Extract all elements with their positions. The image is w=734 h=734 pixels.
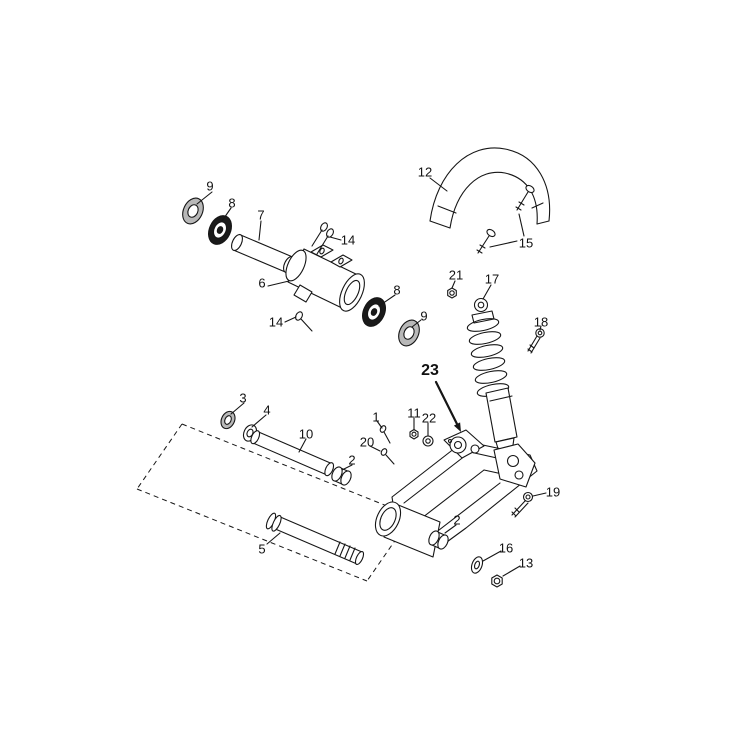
bearing-left-drawing bbox=[208, 215, 232, 245]
linkage-plate-drawing bbox=[443, 429, 485, 459]
nut-13-drawing bbox=[491, 574, 503, 588]
clamp-screws-drawing bbox=[295, 222, 334, 332]
part-label-16: 16 bbox=[498, 540, 514, 556]
part-label-20: 20 bbox=[359, 434, 375, 450]
part-label-2: 2 bbox=[453, 512, 461, 528]
part-label-23: 23 bbox=[421, 362, 439, 379]
guard-drawing bbox=[429, 147, 551, 229]
guard-bolts-drawing bbox=[476, 184, 535, 254]
part-label-6: 6 bbox=[258, 275, 266, 291]
part-label-9: 9 bbox=[206, 178, 214, 194]
seal-right-drawing bbox=[398, 319, 420, 347]
shock-bolt-drawing bbox=[527, 328, 545, 354]
part-label-19: 19 bbox=[545, 484, 561, 500]
part-label-12: 12 bbox=[417, 164, 433, 180]
part-label-4: 4 bbox=[263, 402, 271, 418]
pivot-housing-drawing bbox=[285, 244, 365, 312]
part-label-5: 5 bbox=[258, 541, 266, 557]
dashed-alignment-box bbox=[136, 423, 413, 582]
bushing-right-drawing bbox=[428, 530, 449, 550]
leader-lines bbox=[196, 177, 547, 577]
part-label-8: 8 bbox=[393, 282, 401, 298]
part-label-21: 21 bbox=[448, 267, 464, 283]
washer-16-drawing bbox=[470, 556, 484, 574]
bolt-19-drawing bbox=[511, 491, 534, 518]
part-label-13: 13 bbox=[518, 555, 534, 571]
part-label-15: 15 bbox=[518, 235, 534, 251]
part-label-8: 8 bbox=[228, 195, 236, 211]
axle-bolt-drawing bbox=[265, 512, 365, 566]
part-label-3: 3 bbox=[239, 390, 247, 406]
part-label-11: 11 bbox=[407, 405, 421, 421]
part-label-2: 2 bbox=[348, 452, 356, 468]
washer-3-drawing bbox=[220, 410, 236, 430]
part-label-22: 22 bbox=[421, 410, 437, 426]
part-label-14: 14 bbox=[268, 314, 284, 330]
swingarm-drawing bbox=[374, 440, 538, 558]
part-label-9: 9 bbox=[420, 308, 428, 324]
part-label-7: 7 bbox=[257, 207, 265, 223]
shock-top-nut-drawing bbox=[447, 287, 457, 299]
part-label-10: 10 bbox=[298, 426, 314, 442]
highlight-arrow-23 bbox=[434, 380, 461, 432]
part-label-14: 14 bbox=[340, 232, 356, 248]
inner-tube-drawing bbox=[250, 430, 335, 477]
part-label-1: 1 bbox=[372, 409, 380, 425]
part-label-17: 17 bbox=[484, 271, 500, 287]
part-label-18: 18 bbox=[533, 314, 549, 330]
seal-left-drawing bbox=[182, 197, 204, 225]
bushing-left-drawing bbox=[331, 466, 352, 486]
